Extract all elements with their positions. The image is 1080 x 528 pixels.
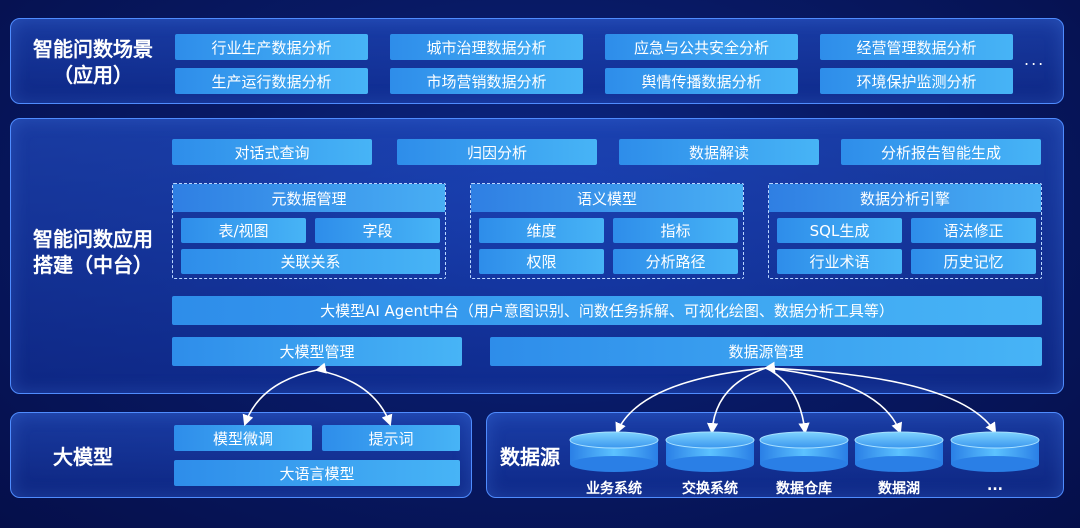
- model-item-llm: 大语言模型: [174, 460, 460, 486]
- metadata-management-group: 元数据管理: [172, 183, 446, 279]
- platform-layer-title-line1: 智能问数应用: [33, 227, 153, 251]
- db-label-more: ...: [987, 478, 1003, 494]
- app-scenario-box: 市场营销数据分析: [390, 68, 583, 94]
- semantic-model-group: 语义模型: [470, 183, 744, 279]
- app-more-ellipsis: ...: [1024, 50, 1046, 69]
- app-scenario-box: 应急与公共安全分析: [605, 34, 798, 60]
- app-scenario-box: 行业生产数据分析: [175, 34, 368, 60]
- db-cylinder-exchange-system-icon: [665, 431, 755, 472]
- group-title: 语义模型: [471, 184, 743, 212]
- engine-item-industry-terms: 行业术语: [777, 249, 902, 274]
- db-cylinder-business-system-icon: [569, 431, 659, 472]
- arrow-ds-to-exchange: [706, 367, 767, 435]
- group-title: 元数据管理: [173, 184, 445, 212]
- model-item-prompt: 提示词: [322, 425, 460, 451]
- db-cylinder-data-lake-icon: [854, 431, 944, 472]
- metadata-item-field: 字段: [315, 218, 440, 243]
- datasource-layer-title: 数据源: [500, 445, 560, 469]
- metadata-item-table-view: 表/视图: [181, 218, 306, 243]
- db-label-data-lake: 数据湖: [878, 481, 920, 497]
- analysis-engine-group: 数据分析引擎: [768, 183, 1042, 279]
- function-box-report: 分析报告智能生成: [841, 139, 1041, 165]
- db-cylinder-data-warehouse-icon: [759, 431, 849, 472]
- model-item-finetune: 模型微调: [174, 425, 312, 451]
- engine-item-sql-gen: SQL生成: [777, 218, 902, 243]
- engine-item-history-memory: 历史记忆: [911, 249, 1036, 274]
- app-scenario-box: 城市治理数据分析: [390, 34, 583, 60]
- app-scenario-box: 环境保护监测分析: [820, 68, 1013, 94]
- app-scenario-box: 经营管理数据分析: [820, 34, 1013, 60]
- metadata-item-relation: 关联关系: [181, 249, 440, 274]
- arrow-ds-to-warehouse: [765, 367, 810, 435]
- db-label-exchange-system: 交换系统: [682, 481, 738, 497]
- application-layer-title-line1: 智能问数场景: [33, 37, 153, 61]
- semantic-item-analysis-path: 分析路径: [613, 249, 738, 274]
- platform-layer-title-line2: 搭建（中台）: [33, 253, 153, 277]
- arrow-ds-to-business: [615, 361, 776, 435]
- db-cylinder-more-icon: [950, 431, 1040, 472]
- application-layer-title: 智能问数场景 （应用）: [18, 36, 168, 88]
- arrow-ds-to-lake: [765, 367, 903, 435]
- application-layer-title-line2: （应用）: [53, 63, 133, 87]
- app-scenario-box: 生产运行数据分析: [175, 68, 368, 94]
- db-label-business-system: 业务系统: [586, 481, 642, 497]
- semantic-item-permission: 权限: [479, 249, 604, 274]
- function-box-attribution: 归因分析: [397, 139, 597, 165]
- platform-layer-title: 智能问数应用 搭建（中台）: [18, 226, 168, 278]
- semantic-item-dimension: 维度: [479, 218, 604, 243]
- arrow-model-mgmt-to-prompt: [316, 369, 393, 427]
- group-title: 数据分析引擎: [769, 184, 1041, 212]
- function-box-interpretation: 数据解读: [619, 139, 819, 165]
- model-layer-title: 大模型: [53, 445, 113, 469]
- model-management-bar: 大模型管理: [172, 337, 462, 366]
- arrow-model-mgmt-to-finetune: [242, 362, 327, 427]
- arrow-ds-to-more: [765, 367, 997, 434]
- engine-item-syntax-fix: 语法修正: [911, 218, 1036, 243]
- semantic-item-metric: 指标: [613, 218, 738, 243]
- agent-platform-bar: 大模型AI Agent中台（用户意图识别、问数任务拆解、可视化绘图、数据分析工具…: [172, 296, 1042, 325]
- function-box-dialog-query: 对话式查询: [172, 139, 372, 165]
- app-scenario-box: 舆情传播数据分析: [605, 68, 798, 94]
- datasource-management-bar: 数据源管理: [490, 337, 1042, 366]
- db-label-data-warehouse: 数据仓库: [776, 481, 832, 497]
